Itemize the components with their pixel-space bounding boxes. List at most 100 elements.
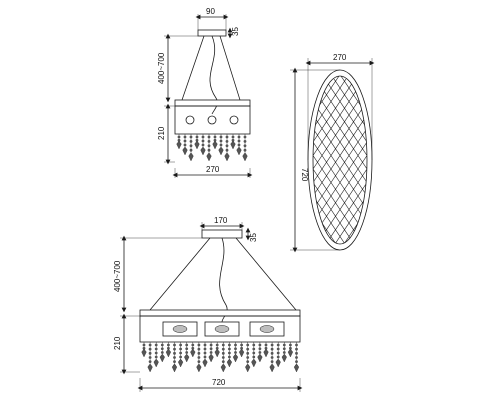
- side-dim-body-height: 210: [157, 126, 166, 140]
- crystal-bead: [243, 140, 247, 143]
- crystal-bead: [234, 343, 237, 347]
- crystal-strand: [263, 342, 269, 358]
- crystal-bead: [207, 144, 211, 148]
- front-bulb-holders: [162, 321, 285, 337]
- crystal-drop: [242, 152, 248, 162]
- crystal-bead: [225, 140, 229, 143]
- crystal-bead: [203, 343, 207, 347]
- front-crystal-strands: [141, 342, 300, 373]
- crystal-strand: [206, 134, 212, 162]
- crystal-drop: [257, 353, 263, 363]
- crystal-bead: [237, 143, 241, 147]
- crystal-drop: [190, 348, 196, 358]
- bulb-icon: [214, 325, 230, 333]
- crystal-bead: [225, 135, 229, 139]
- crystal-bead: [154, 351, 158, 355]
- crystal-bead: [289, 343, 292, 347]
- crystal-bead: [203, 351, 207, 355]
- crystal-drop: [184, 353, 190, 363]
- crystal-bead: [246, 356, 250, 359]
- crystal-bead: [246, 351, 250, 355]
- crystal-drop: [214, 348, 220, 358]
- crystal-bead: [240, 346, 244, 350]
- crystal-bead: [295, 347, 298, 351]
- crystal-bead: [142, 343, 146, 347]
- front-canopy: [201, 229, 243, 239]
- crystal-strand: [190, 342, 196, 358]
- crystal-bead: [148, 347, 152, 351]
- crystal-strand: [165, 342, 171, 358]
- crystal-bead: [295, 360, 298, 364]
- crystal-bead: [207, 148, 211, 152]
- crystal-drop: [293, 363, 300, 373]
- crystal-drop: [263, 348, 269, 358]
- crystal-drop: [141, 348, 147, 358]
- crystal-bead: [191, 343, 195, 347]
- crystal-bead: [231, 135, 235, 139]
- front-dim-canopy-width: 170: [214, 216, 228, 225]
- crystal-drop: [165, 348, 171, 358]
- crystal-bead: [167, 346, 170, 350]
- crystal-bead: [201, 143, 205, 147]
- side-bulb: [185, 115, 195, 125]
- crystal-bead: [243, 148, 247, 152]
- crystal-bead: [295, 356, 298, 359]
- side-body-frame: [174, 105, 251, 135]
- crystal-bead: [201, 139, 205, 143]
- crystal-bead: [148, 356, 152, 359]
- crystal-drop: [239, 348, 245, 358]
- crystal-bead: [197, 351, 201, 355]
- crystal-drop: [188, 152, 194, 162]
- crystal-bead: [173, 360, 176, 364]
- crystal-bead: [191, 346, 195, 350]
- crystal-strand: [184, 342, 190, 363]
- side-dim-body-width: 270: [206, 165, 220, 174]
- crystal-strand: [159, 342, 165, 363]
- crystal-bead: [185, 343, 189, 347]
- crystal-drop: [269, 363, 275, 373]
- bulb-icon: [172, 325, 188, 333]
- crystal-strand: [251, 342, 257, 368]
- crystal-bead: [203, 347, 207, 351]
- crystal-bead: [270, 351, 274, 355]
- crystal-bead: [189, 144, 193, 148]
- crystal-bead: [264, 346, 268, 350]
- crystal-bead: [219, 135, 223, 139]
- front-power-cord: [219, 237, 228, 323]
- crystal-drop: [208, 353, 214, 363]
- crystal-strand: [226, 342, 232, 368]
- crystal-bead: [252, 343, 256, 347]
- crystal-bead: [246, 343, 250, 347]
- top-lattice-pattern: [313, 76, 367, 244]
- crystal-bead: [213, 135, 217, 139]
- side-power-cord: [209, 35, 218, 115]
- crystal-bead: [221, 360, 225, 364]
- crystal-strand: [232, 342, 239, 363]
- crystal-bead: [209, 343, 213, 347]
- crystal-bead: [246, 347, 250, 351]
- crystal-bead: [243, 135, 247, 139]
- crystal-drop: [236, 146, 242, 156]
- top-dim-length: 720: [300, 168, 309, 182]
- crystal-bead: [234, 351, 237, 354]
- crystal-bead: [197, 360, 201, 364]
- crystal-bead: [203, 355, 207, 359]
- crystal-bead: [221, 343, 225, 347]
- crystal-bead: [177, 135, 181, 139]
- crystal-bead: [209, 351, 213, 354]
- crystal-bead: [289, 346, 292, 350]
- crystal-drop: [176, 140, 182, 150]
- crystal-bead: [189, 140, 193, 143]
- crystal-strand: [257, 342, 263, 363]
- side-view: [164, 14, 253, 178]
- top-view: [290, 58, 375, 253]
- crystal-strand: [188, 134, 194, 162]
- crystal-bead: [237, 135, 241, 139]
- crystal-drop: [245, 363, 251, 373]
- crystal-strand: [242, 134, 248, 162]
- crystal-bead: [243, 144, 247, 148]
- crystal-bead: [231, 138, 235, 142]
- crystal-bead: [237, 139, 241, 143]
- crystal-bead: [207, 140, 211, 143]
